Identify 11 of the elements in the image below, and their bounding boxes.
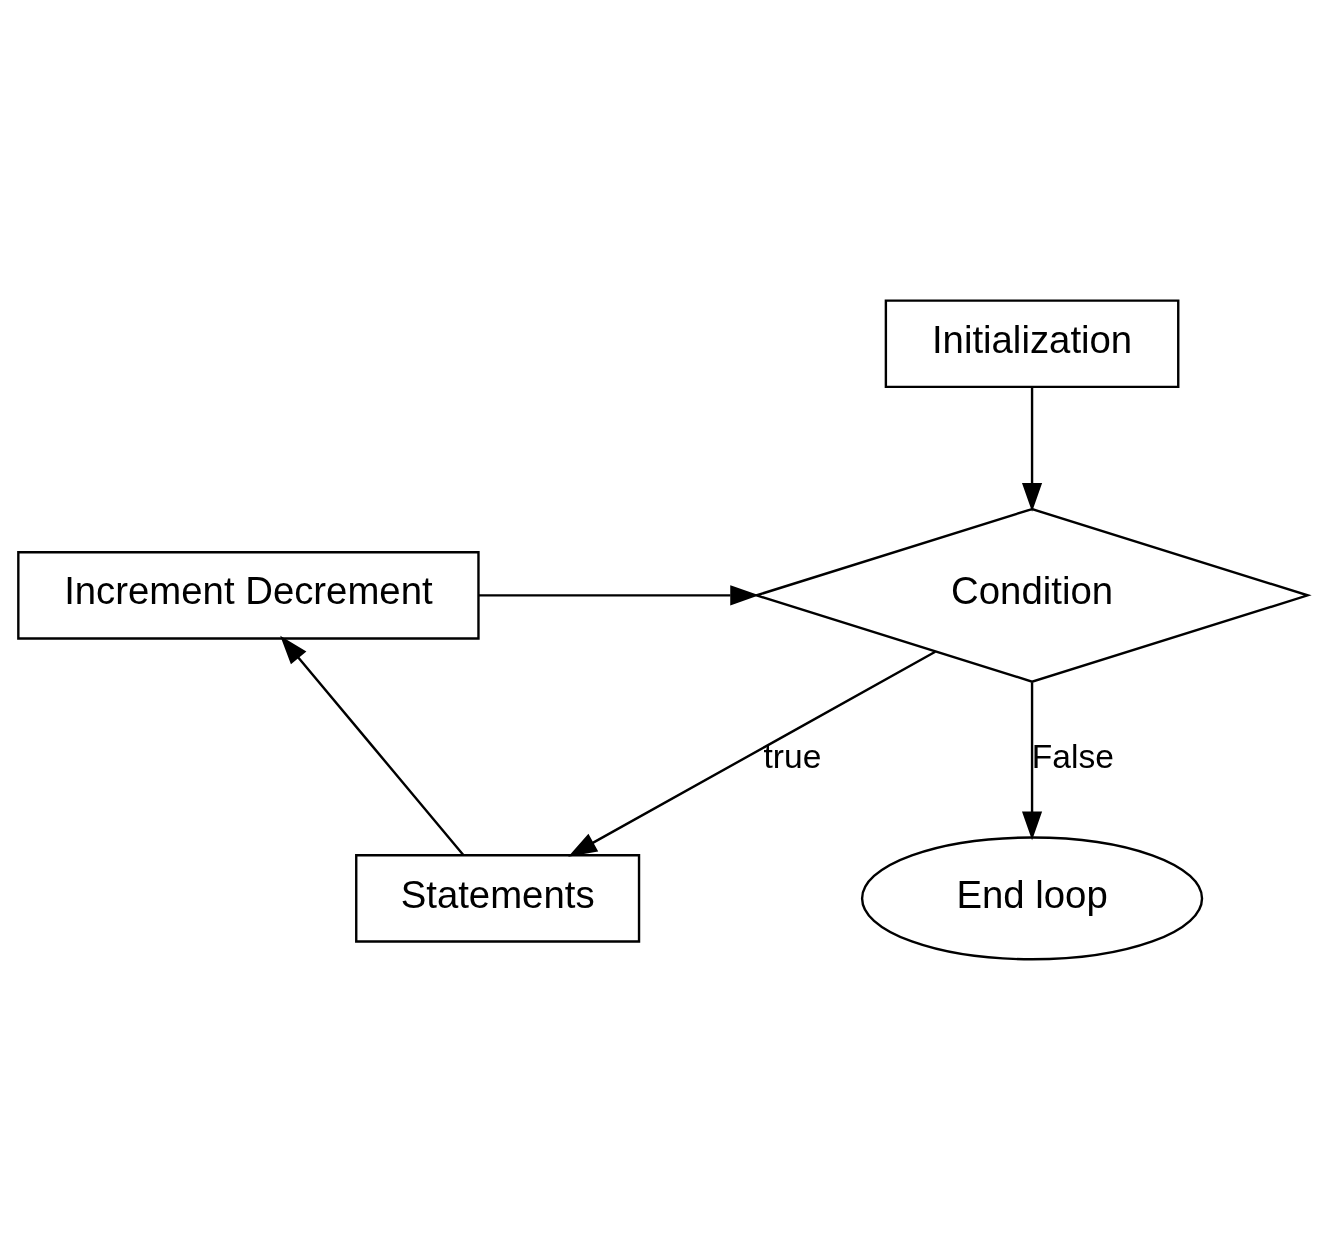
- node-box: Initialization: [884, 298, 1180, 388]
- arrow: [1022, 681, 1043, 840]
- arrow: [1022, 386, 1043, 512]
- node-ellipse: End loop: [860, 835, 1204, 960]
- arrow: [280, 635, 465, 855]
- arrow: [478, 584, 760, 605]
- edge-label: False: [1031, 737, 1114, 775]
- edge-label: true: [763, 737, 822, 775]
- node-box: Statements: [355, 853, 641, 943]
- node-box: Increment Decrement: [17, 550, 480, 640]
- arrow: [568, 650, 936, 857]
